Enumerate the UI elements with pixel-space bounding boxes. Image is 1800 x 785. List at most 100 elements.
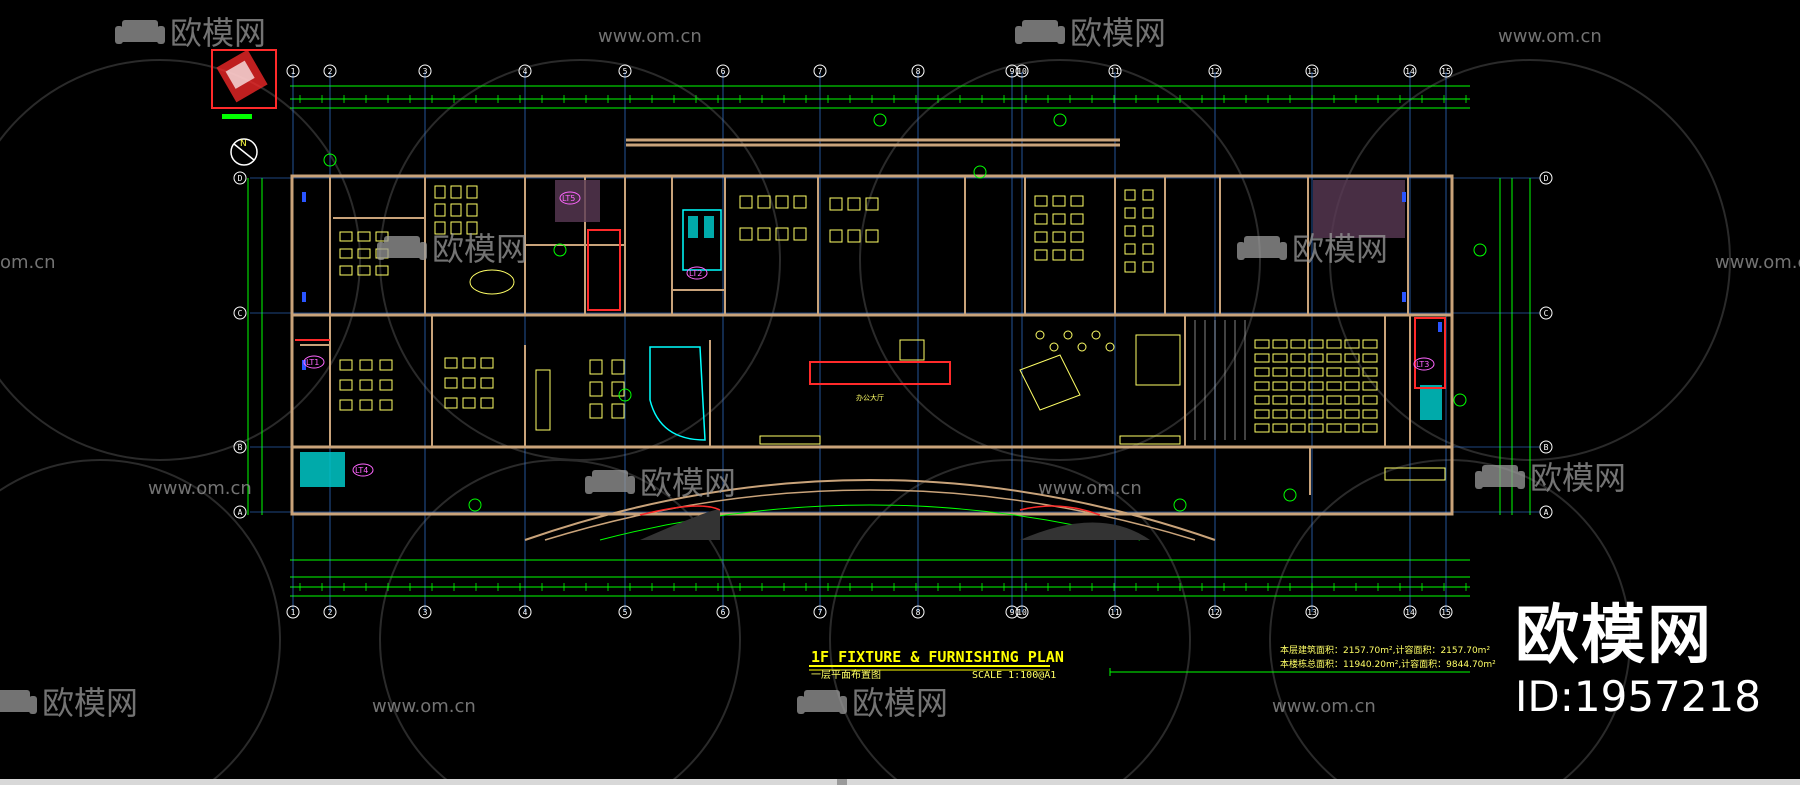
grid-bubble-9-top (1005, 64, 1019, 78)
grid-number-12-top: 12 (1210, 67, 1220, 76)
watermark-brand: 欧模网 (170, 14, 266, 52)
desk (739, 227, 753, 241)
grid-bubble-14-top (1403, 64, 1417, 78)
grid-number-14-top: 14 (1405, 67, 1415, 76)
watermark-url: www.om.cn (598, 26, 702, 47)
grid-number-6-bottom: 6 (721, 608, 726, 617)
desk (434, 221, 446, 235)
desk (1070, 231, 1084, 243)
auditorium-seat (1326, 423, 1342, 433)
auditorium-seat (1290, 409, 1306, 419)
watermark-url: www.om.cn (1715, 252, 1800, 273)
desk (339, 231, 353, 242)
counter (1384, 467, 1446, 481)
plant (1173, 498, 1187, 512)
plant (1473, 243, 1487, 257)
chair (1091, 330, 1101, 340)
auditorium-seat (1254, 353, 1270, 363)
grid-bubble-B-right (1539, 440, 1553, 454)
lecture-hall-seating (1194, 320, 1378, 440)
building-outline (290, 138, 1454, 516)
scrollbar-thumb[interactable] (837, 779, 847, 785)
plant (618, 388, 632, 402)
grid-number-13-bottom: 13 (1307, 608, 1317, 617)
bench (1119, 435, 1181, 445)
watermark-brand: 欧模网 (1292, 230, 1388, 268)
desk (1142, 189, 1154, 201)
grid-letter-A-left: A (238, 508, 243, 517)
entrance-canopy (524, 479, 1216, 541)
grid-number-8-bottom: 8 (916, 608, 921, 617)
grid-bubble-15-bottom (1439, 605, 1453, 619)
grid-bubble-1-bottom (286, 605, 300, 619)
auditorium-seat (1308, 423, 1324, 433)
svg-text:N: N (240, 139, 247, 149)
key-plan-icon (211, 49, 277, 119)
desk (379, 359, 393, 371)
drawing-scale: SCALE 1:100@A1 (972, 670, 1056, 681)
watermark-brand: 欧模网 (852, 684, 948, 722)
desk (1142, 243, 1154, 255)
grid-number-5-top: 5 (623, 67, 628, 76)
horizontal-scrollbar[interactable] (0, 779, 1800, 785)
grid-number-10-top: 10 (1017, 67, 1027, 76)
grid-number-11-top: 11 (1110, 67, 1120, 76)
north-arrow-icon: N (230, 138, 258, 166)
desk (1124, 207, 1136, 219)
desk (1124, 243, 1136, 255)
desk (444, 397, 458, 409)
grid-bubble-14-bottom (1403, 605, 1417, 619)
auditorium-seat (1254, 423, 1270, 433)
desk (434, 203, 446, 217)
grid-number-12-bottom: 12 (1210, 608, 1220, 617)
grid-number-15-bottom: 15 (1441, 608, 1451, 617)
chair (1105, 342, 1115, 352)
grid-bubble-6-top (716, 64, 730, 78)
auditorium-seat (1290, 367, 1306, 377)
desk (462, 377, 476, 389)
desk (775, 227, 789, 241)
desk (359, 399, 373, 411)
auditorium-seat (1344, 339, 1360, 349)
plant (323, 153, 337, 167)
desk (1034, 249, 1048, 261)
room-tag-lt1: LT1 (306, 358, 319, 367)
drawing-title: 1F FIXTURE & FURNISHING PLAN (811, 648, 1064, 666)
auditorium-seat (1290, 381, 1306, 391)
auditorium-seat (1344, 423, 1360, 433)
desk (865, 229, 879, 243)
desk (480, 357, 494, 369)
desk (444, 377, 458, 389)
desk (1070, 213, 1084, 225)
chair (1035, 330, 1045, 340)
desk (466, 203, 478, 217)
plant (1283, 488, 1297, 502)
room-tag-lt4: LT4 (355, 466, 368, 475)
watermark-circles (0, 59, 1731, 785)
grid-bubble-7-bottom (813, 605, 827, 619)
auditorium-seat (1254, 367, 1270, 377)
watermark-brand: 欧模网 (1530, 459, 1626, 497)
auditorium-seat (1326, 367, 1342, 377)
kiosk (899, 339, 925, 361)
auditorium-seat (1272, 409, 1288, 419)
sofa-logo-icon (1015, 20, 1065, 44)
desk (1124, 261, 1136, 273)
meeting-room-table (1135, 334, 1181, 386)
auditorium-seat (1254, 339, 1270, 349)
corner-logo: 欧模网 ID:1957218 (1515, 600, 1785, 722)
auditorium-seat (1362, 353, 1378, 363)
grid-letter-A-right: A (1544, 508, 1549, 517)
grid-bubble-2-top (323, 64, 337, 78)
desk (339, 399, 353, 411)
grid-bubbles: 1122334455667788991010111112121313141415… (233, 64, 1553, 619)
plant (973, 165, 987, 179)
auditorium-seat (1272, 339, 1288, 349)
grid-number-7-top: 7 (818, 67, 823, 76)
auditorium-seat (1326, 339, 1342, 349)
desk (339, 265, 353, 276)
logo-id: ID:1957218 (1515, 672, 1761, 721)
watermark-url: www.om.cn (372, 696, 476, 717)
desk (757, 227, 771, 241)
grid-bubble-10-top (1015, 64, 1029, 78)
